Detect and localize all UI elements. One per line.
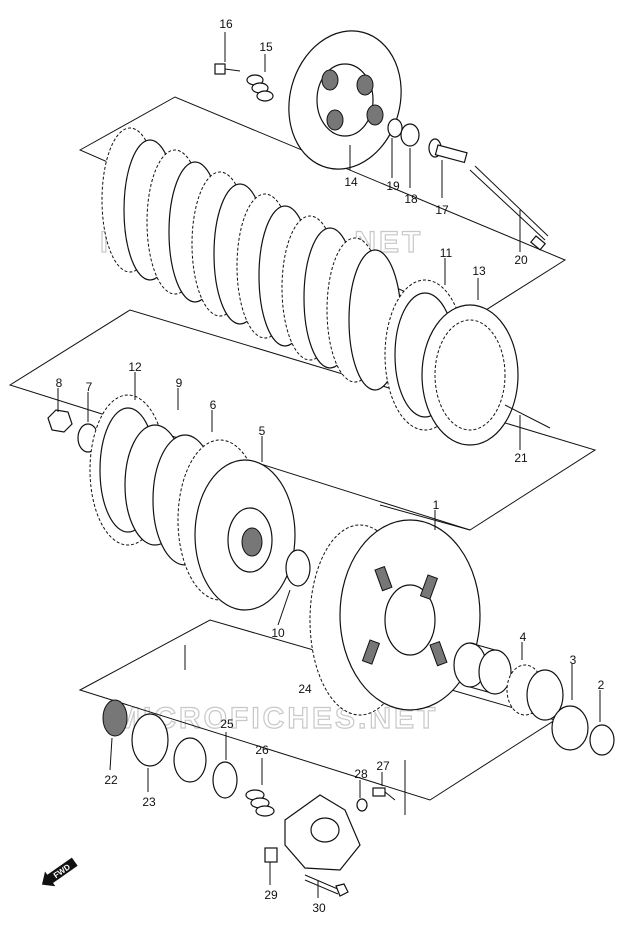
callout-28: 28 (354, 767, 368, 781)
callout-22: 22 (104, 773, 118, 787)
bearing-18 (400, 123, 420, 147)
callout-23: 23 (142, 795, 156, 809)
bolt-16 (214, 63, 241, 75)
callout-7: 7 (86, 380, 93, 394)
callout-27: 27 (376, 759, 390, 773)
callout-13: 13 (472, 264, 486, 278)
dowel-29 (264, 847, 278, 863)
leader-lines (57, 32, 601, 898)
seal-25 (212, 761, 238, 799)
clutch-housing-1 (309, 519, 481, 716)
needle-bearing-4 (506, 664, 564, 721)
bolt-28 (356, 798, 368, 812)
frame-middle (8, 309, 597, 531)
washer-2 (589, 724, 615, 756)
watermark-bottom: MICROFICHES.NET (115, 702, 438, 735)
callout-5: 5 (259, 424, 266, 438)
callout-16: 16 (219, 17, 233, 31)
fwd-arrow-icon: FWD (41, 857, 78, 887)
frame-tick (379, 504, 471, 531)
spring-26 (245, 789, 275, 817)
callout-20: 20 (514, 253, 528, 267)
callout-30: 30 (312, 901, 326, 915)
callout-17: 17 (435, 203, 449, 217)
washer-19 (387, 118, 403, 138)
washer-10 (285, 549, 311, 587)
callout-9: 9 (176, 376, 183, 390)
rod-21 (504, 404, 551, 429)
plate-13 (421, 304, 519, 446)
pressure-plate (288, 30, 402, 170)
spacer (453, 642, 512, 695)
callout-11: 11 (440, 246, 453, 260)
bearing (173, 737, 207, 783)
callout-25: 25 (220, 717, 234, 731)
push-piece-17 (428, 138, 468, 164)
bearing-22 (102, 699, 128, 737)
seal-23 (131, 713, 169, 767)
callout-labels: 1 2 3 4 5 6 7 8 9 10 11 12 13 14 15 16 1… (56, 17, 605, 915)
release-cylinder-cover (284, 794, 361, 871)
callout-10: 10 (271, 626, 285, 640)
nut-8 (47, 409, 73, 433)
bolt-30 (304, 874, 349, 897)
callout-1: 1 (433, 498, 440, 512)
callout-6: 6 (210, 398, 217, 412)
push-rod-20 (469, 165, 549, 251)
callout-29: 29 (264, 888, 278, 902)
sleeve-hub-5 (177, 439, 296, 611)
clutch-plate-stack (101, 127, 402, 391)
callout-19: 19 (386, 179, 400, 193)
callout-4: 4 (520, 630, 527, 644)
callout-26: 26 (255, 743, 269, 757)
callout-3: 3 (570, 653, 577, 667)
bleeder-27 (372, 787, 396, 801)
washer-3 (551, 705, 589, 751)
callout-8: 8 (56, 376, 63, 390)
callout-2: 2 (598, 678, 605, 692)
callout-21: 21 (514, 451, 528, 465)
callout-24: 24 (298, 682, 312, 696)
spring-15 (246, 74, 274, 102)
callout-18: 18 (404, 192, 418, 206)
callout-14: 14 (344, 175, 358, 189)
callout-15: 15 (259, 40, 273, 54)
callout-12: 12 (128, 360, 142, 374)
